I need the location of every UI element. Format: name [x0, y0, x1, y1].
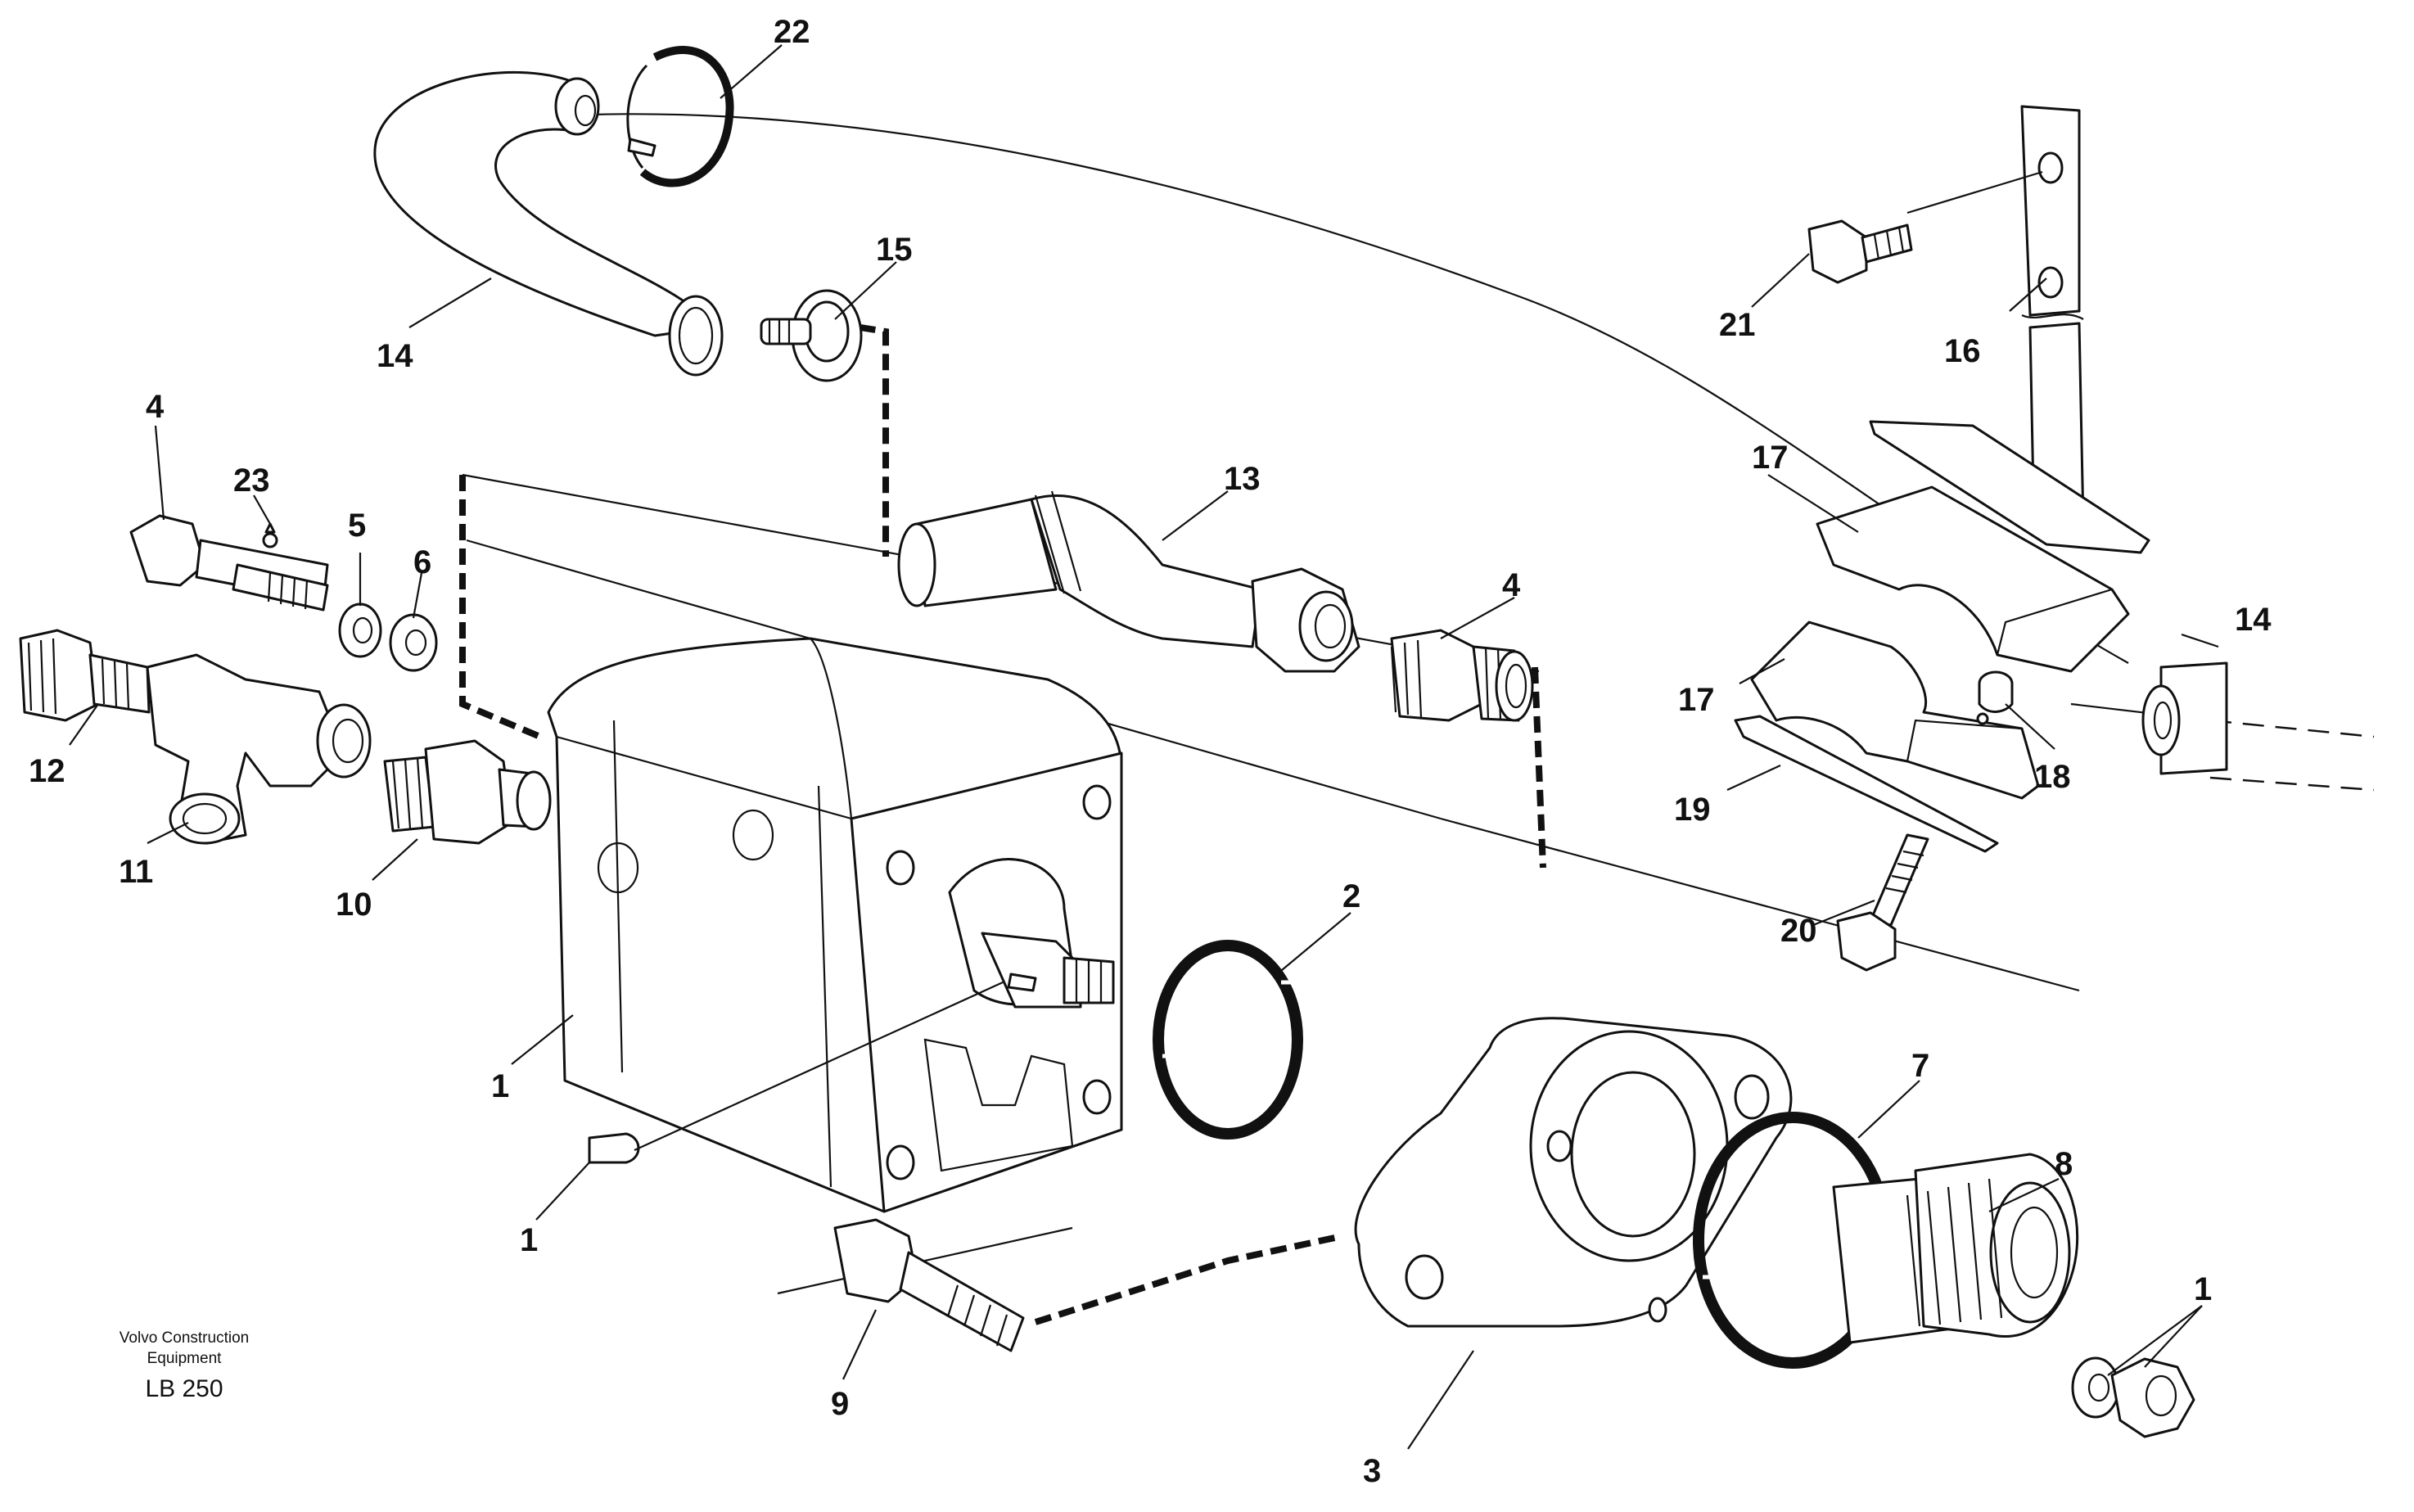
fitting-12 [19, 629, 151, 722]
callout-20: 20 [1780, 913, 1817, 949]
o-ring-2 [1153, 940, 1303, 1140]
callout-2: 2 [1342, 878, 1360, 914]
adapter-4-right [1390, 629, 1534, 722]
bolt-20 [1836, 833, 1929, 972]
clamp-plate-upper [1869, 420, 2150, 554]
bleeder-23 [262, 522, 278, 548]
footer-brand: Volvo Construction Equipment [90, 1328, 278, 1369]
clamp-half-17-upper [1816, 485, 2130, 673]
callout-1-housing: 1 [491, 1068, 509, 1104]
callout-13: 13 [1224, 461, 1261, 497]
hose-13-nut [1251, 567, 1360, 673]
callout-14-upper: 14 [377, 338, 413, 374]
callout-21: 21 [1719, 307, 1756, 343]
callout-6: 6 [413, 544, 431, 580]
clamp-plate-19 [1734, 715, 1999, 853]
callout-8: 8 [2055, 1146, 2073, 1182]
footer-diagram-code: LB 250 [145, 1375, 223, 1402]
callout-17-lower: 17 [1678, 682, 1715, 718]
tee-fitting-11 [146, 653, 372, 845]
callout-17-upper: 17 [1752, 440, 1789, 476]
clamp-half-17-lower [1750, 621, 2040, 800]
washer-6 [389, 613, 438, 672]
key-1 [588, 1132, 640, 1164]
pump-shaft [981, 932, 1115, 1009]
callout-3: 3 [1363, 1453, 1381, 1489]
washer-5 [338, 603, 382, 658]
footer-brand-line1: Volvo Construction [119, 1329, 250, 1347]
callout-23: 23 [233, 463, 270, 499]
callout-4-right: 4 [1502, 567, 1521, 603]
callout-18: 18 [2034, 759, 2071, 795]
bolt-4-left [129, 514, 329, 612]
footer-brand-line2: Equipment [147, 1350, 222, 1367]
callout-7: 7 [1911, 1048, 1929, 1084]
hose-clamp-15 [760, 289, 863, 382]
pump-housing-1 [547, 637, 1123, 1213]
callout-11: 11 [119, 854, 153, 890]
circlip-22 [626, 46, 734, 187]
callout-19: 19 [1674, 792, 1711, 828]
callout-1-nut: 1 [2194, 1271, 2212, 1307]
adapter-10 [383, 739, 552, 845]
callout-14-right: 14 [2235, 602, 2272, 638]
bolt-21 [1807, 219, 1913, 284]
bolt-9 [833, 1218, 1025, 1352]
hose-13 [897, 490, 1262, 648]
hose-14-upper [373, 70, 724, 377]
gear-8 [1832, 1153, 2079, 1344]
callout-labels: 22 15 14 4 23 5 6 13 4 12 11 10 1 1 2 7 … [29, 14, 2272, 1489]
callout-1-key: 1 [520, 1222, 538, 1258]
callout-5: 5 [348, 508, 366, 544]
callout-22: 22 [774, 14, 810, 50]
nut-18 [1976, 670, 2014, 725]
nut-1-right [2110, 1357, 2195, 1438]
callout-12: 12 [29, 753, 65, 789]
callout-4-left: 4 [146, 389, 165, 425]
washer-1-right [2071, 1356, 2120, 1419]
callout-16: 16 [1944, 333, 1981, 369]
callout-10: 10 [336, 887, 372, 923]
callout-9: 9 [831, 1386, 849, 1422]
leader-lines [69, 44, 2219, 1450]
callout-15: 15 [876, 232, 913, 268]
flange-3 [1354, 1017, 1793, 1328]
hose-14-right [2141, 661, 2228, 775]
